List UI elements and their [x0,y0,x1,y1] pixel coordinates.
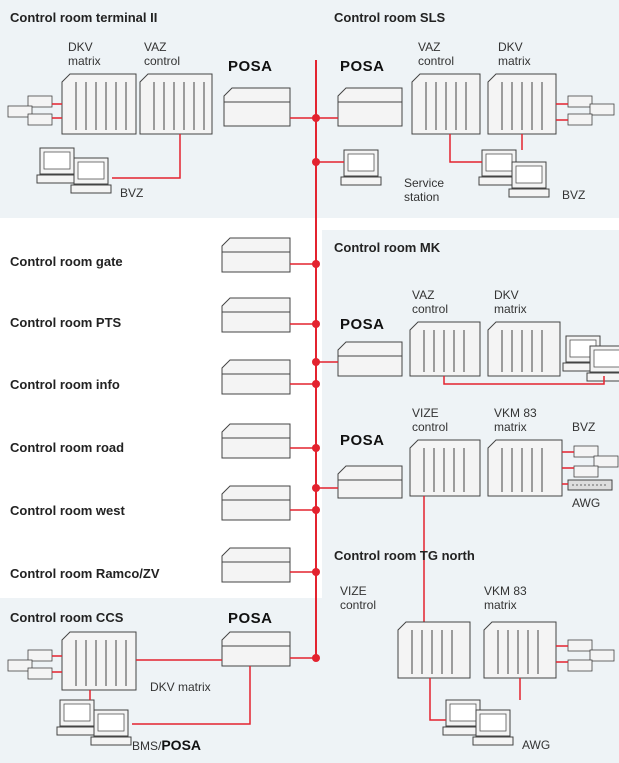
room-title-terminal2: Control room terminal II [10,10,158,25]
tg-vkm83-matrix-rack [483,621,557,679]
room-title-mk: Control room MK [334,240,441,255]
gate-posa-unit [221,237,291,273]
vize-control-rack [409,439,481,497]
ccs-dkv-matrix-rack [61,631,137,691]
label-terminal2-vaz-control: VAZ control [144,40,181,68]
vkm-posa-unit [337,465,403,499]
mk-dkv-matrix-rack [487,321,561,377]
vkm83-matrix-rack [487,439,563,497]
terminal2-vaz-control-rack [139,73,213,135]
label-vkm-awg: AWG [572,496,601,510]
label-mk-dkv-matrix: DKV matrix [494,288,527,316]
room-title-sls: Control room SLS [334,10,446,25]
label-bms-posa: BMS/POSA [132,738,201,753]
label-mk-vaz-control: VAZ control [412,288,449,316]
label-terminal2-bvz: BVZ [120,186,144,200]
posa-label-vkm: POSA [340,432,385,449]
ccs-posa-unit [221,631,291,667]
terminal2-dkv-matrix-rack [61,73,137,135]
sls-posa-unit [337,87,403,127]
label-sls-vaz-control: VAZ control [418,40,455,68]
label-ccs-dkv-matrix: DKV matrix [150,680,211,694]
label-service-station: Service station [404,176,445,204]
label-sls-bvz: BVZ [562,188,586,202]
west-posa-unit [221,485,291,521]
room-title-ccs: Control room CCS [10,610,124,625]
info-posa-unit [221,359,291,395]
posa-label-mk: POSA [340,316,385,333]
tg-vize-control-rack [397,621,471,679]
room-title-pts: Control room PTS [10,315,122,330]
posa-label-sls: POSA [340,58,385,75]
sls-vaz-control-rack [411,73,481,135]
label-tg-awg: AWG [522,738,551,752]
pts-posa-unit [221,297,291,333]
posa-label-terminal2: POSA [228,58,273,75]
sls-dkv-matrix-rack [487,73,557,135]
awg-keyboard [567,479,613,491]
room-title-info: Control room info [10,377,120,392]
label-sls-dkv-matrix: DKV matrix [498,40,531,68]
terminal2-posa-unit [223,87,291,127]
label-bms: BMS/ [132,739,162,753]
room-title-tgnorth: Control room TG north [334,548,475,563]
posa-label-ccs: POSA [228,610,273,627]
label-tg-vkm83-matrix: VKM 83 matrix [484,584,527,612]
label-terminal2-dkv-matrix: DKV matrix [68,40,101,68]
label-vkm-bvz: BVZ [572,420,596,434]
label-vkm83-matrix: VKM 83 matrix [494,406,537,434]
room-title-ramco: Control room Ramco/ZV [10,566,160,581]
road-posa-unit [221,423,291,459]
room-title-west: Control room west [10,503,125,518]
mk-vaz-control-rack [409,321,481,377]
ramco-posa-unit [221,547,291,583]
label-bms-posa-bold: POSA [161,737,202,753]
panel-ccs [0,598,322,763]
mk-posa-unit [337,341,403,377]
room-title-gate: Control room gate [10,254,123,269]
label-tg-vize-control: VIZE control [340,584,377,612]
room-title-road: Control room road [10,440,125,455]
label-vize-control: VIZE control [412,406,449,434]
